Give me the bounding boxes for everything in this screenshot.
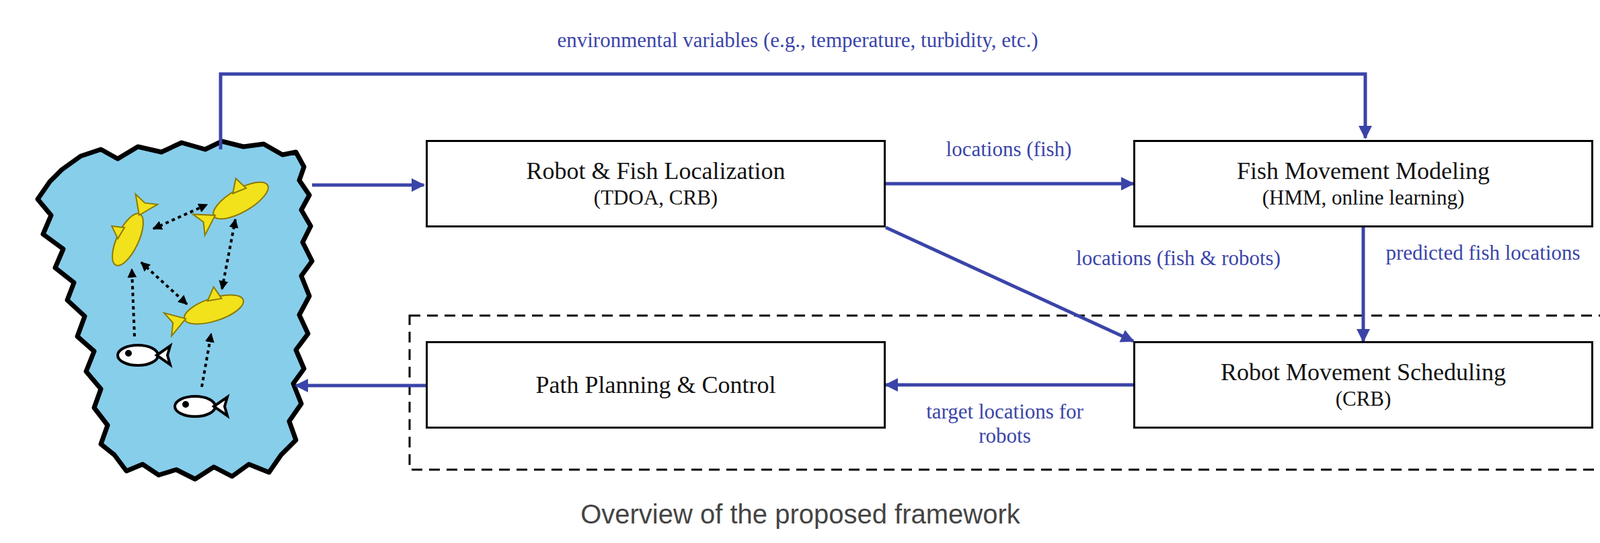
dashed-region (409, 315, 1600, 470)
lake (37, 141, 313, 479)
box-title: Fish Movement Modeling (1236, 156, 1490, 185)
caption: Overview of the proposed framework (580, 499, 1021, 530)
box-subtitle: (HMM, online learning) (1262, 184, 1465, 211)
robot-fish (117, 345, 228, 417)
box-subtitle: (CRB) (1335, 386, 1392, 412)
box-title: Robot Movement Scheduling (1220, 357, 1506, 387)
fish (97, 166, 274, 336)
edge-label: predicted fish locations (1382, 240, 1584, 265)
box-title: Robot & Fish Localization (526, 156, 786, 185)
process-box: Robot Movement Scheduling(CRB) (1133, 340, 1594, 429)
process-box: Fish Movement Modeling(HMM, online learn… (1133, 139, 1594, 228)
flow-arrow (885, 227, 1134, 341)
box-subtitle: (TDOA, CRB) (593, 184, 718, 211)
flow-arrow (885, 383, 1134, 387)
edge-label: locations (fish) (943, 137, 1075, 162)
process-box: Robot & Fish Localization(TDOA, CRB) (425, 139, 886, 228)
edge-label: locations (fish & robots) (1073, 246, 1284, 271)
lake-arrows (220, 73, 1366, 386)
flow-label: environmental variables (e.g., temperatu… (554, 28, 1041, 53)
edge-label: target locations for robots (901, 399, 1109, 448)
flow-arrow (885, 182, 1134, 186)
process-box: Path Planning & Control (425, 340, 886, 429)
box-title: Path Planning & Control (535, 370, 776, 399)
flow-arrow (1361, 227, 1366, 341)
